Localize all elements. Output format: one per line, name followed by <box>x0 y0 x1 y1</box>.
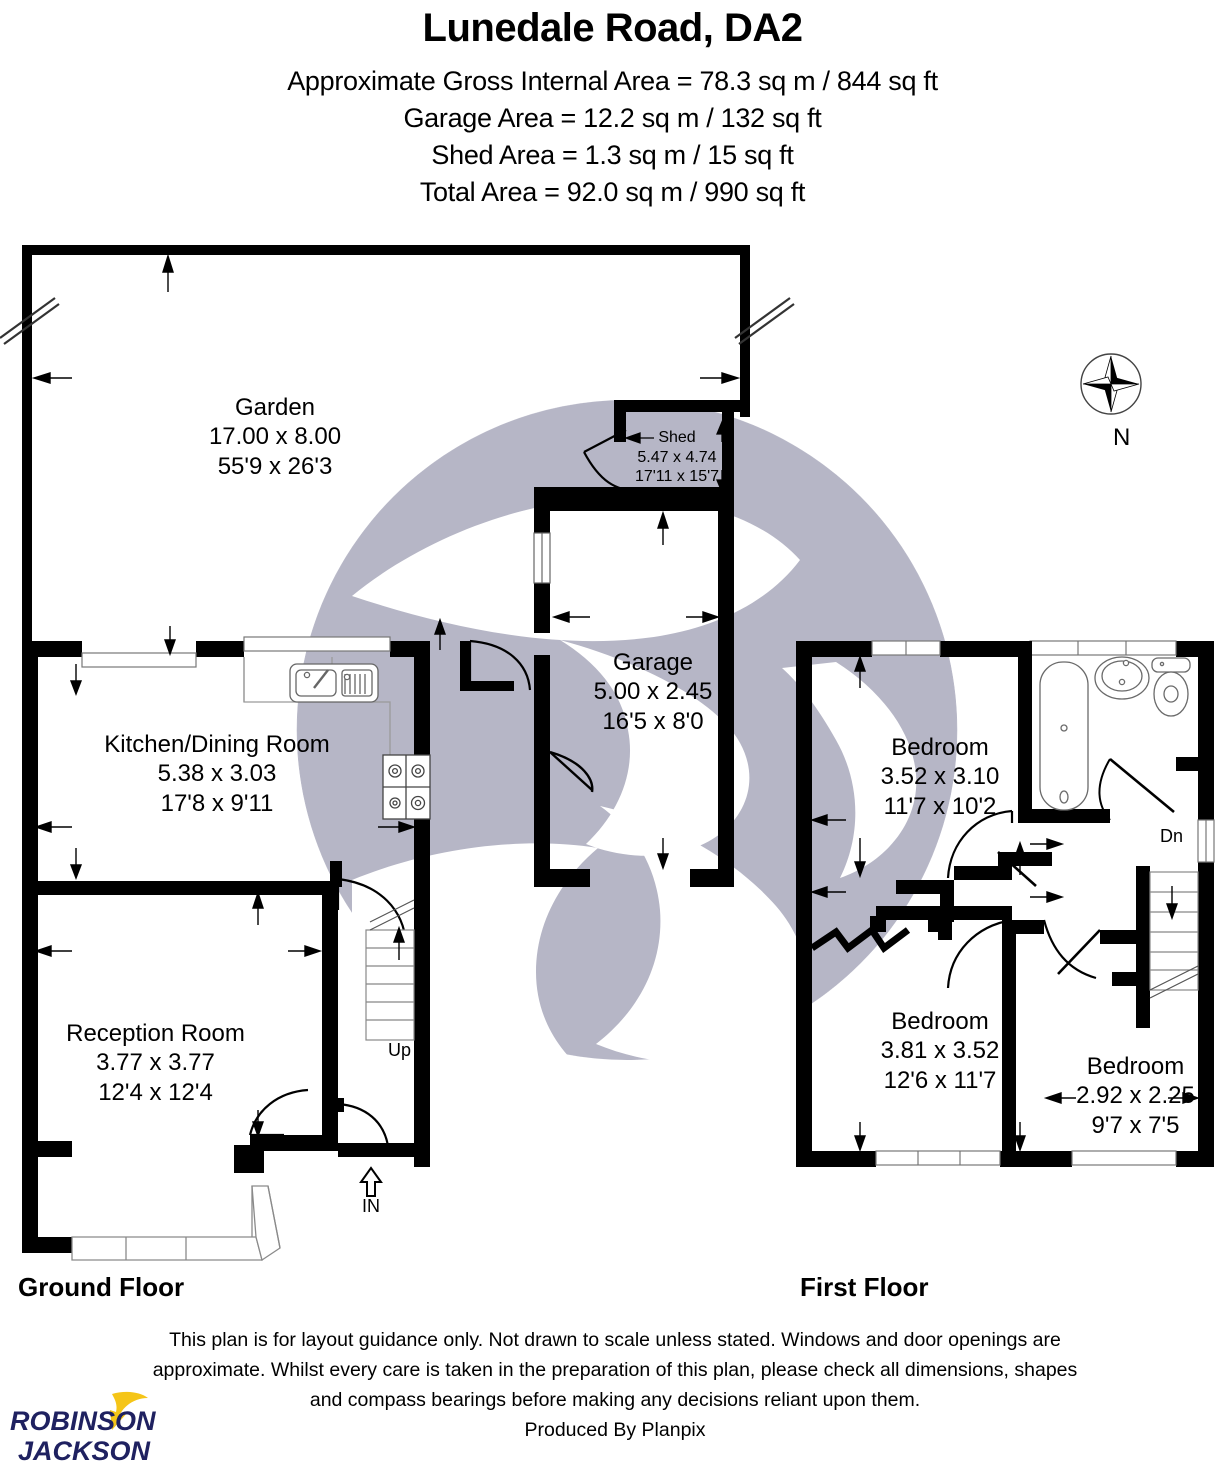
entrance-arrow-icon <box>359 1166 383 1197</box>
garage-door-swing <box>549 750 594 793</box>
bathroom-door-swing <box>1098 757 1175 821</box>
entrance-label: IN <box>362 1196 380 1216</box>
room-label-garden: Garden 17.00 x 8.00 55'9 x 26'3 <box>160 393 390 481</box>
area-line-garage: Garage Area = 12.2 sq m / 132 sq ft <box>403 103 822 133</box>
bedroom1-metric: 3.52 x 3.10 <box>880 763 1000 791</box>
garage-imperial: 16'5 x 8'0 <box>602 707 704 735</box>
stairs-down-arrow <box>1166 886 1178 921</box>
garage-structure <box>533 499 734 887</box>
hob-icon <box>382 754 431 820</box>
bedroom-zigzag-wall <box>810 924 911 954</box>
washbasin-icon <box>1094 656 1150 700</box>
logo-line-2: JACKSON <box>18 1436 151 1466</box>
disclaimer-block: This plan is for layout guidance only. N… <box>140 1325 1090 1445</box>
garden-metric: 17.00 x 8.00 <box>208 423 342 451</box>
bay-window <box>71 1185 281 1262</box>
toilet-icon <box>1151 657 1191 717</box>
kitchen-window-right <box>243 636 391 652</box>
landing-door-1-swing <box>946 809 1014 879</box>
bedroom1-name: Bedroom <box>891 734 989 761</box>
room-label-garage: Garage 5.00 x 2.45 16'5 x 8'0 <box>558 648 748 736</box>
logo-arrow-icon <box>110 1391 148 1430</box>
reception-metric: 3.77 x 3.77 <box>96 1049 215 1077</box>
garage-dimension-arrows <box>551 510 721 871</box>
kitchen-metric: 5.38 x 3.03 <box>157 760 277 788</box>
robinson-jackson-logo: ROBINSON JACKSON <box>10 1391 156 1466</box>
bathtub-icon <box>1039 661 1089 811</box>
producer-text: Produced By Planpix <box>524 1419 706 1441</box>
floor-label-first: First Floor <box>800 1272 929 1302</box>
shed-imperial: 17'11 x 15'7 <box>634 468 720 486</box>
area-line-gross: Approximate Gross Internal Area = 78.3 s… <box>287 66 938 96</box>
logo-line-1: ROBINSON <box>10 1406 156 1436</box>
landing-door-3-swing <box>946 918 1013 989</box>
bedroom3-door-swing <box>1042 919 1097 980</box>
shed-dimension-arrows <box>624 420 728 494</box>
reception-door-swing <box>248 1088 309 1137</box>
garden-imperial: 55'9 x 26'3 <box>217 452 333 480</box>
landing-door-2-swing <box>997 851 1037 887</box>
garage-window <box>533 532 551 584</box>
compass-rose-icon <box>1080 353 1142 415</box>
reception-dimension-arrows <box>33 890 323 1139</box>
area-line-shed: Shed Area = 1.3 sq m / 15 sq ft <box>431 140 794 170</box>
reception-name: Reception Room <box>66 1020 245 1047</box>
stairs-up-label: Up <box>388 1040 412 1060</box>
bedroom3-name: Bedroom <box>1086 1053 1185 1080</box>
room-label-reception: Reception Room 3.77 x 3.77 12'4 x 12'4 <box>48 1019 263 1107</box>
garage-metric: 5.00 x 2.45 <box>593 678 713 706</box>
kitchen-imperial: 17'8 x 9'11 <box>160 789 274 817</box>
room-label-bedroom-1: Bedroom 3.52 x 3.10 11'7 x 10'2 <box>840 733 1040 821</box>
bedroom3-door-leaf <box>1057 929 1101 975</box>
page-title: Lunedale Road, DA2 <box>422 6 803 50</box>
stairs-down-label: Dn <box>1160 826 1184 846</box>
bedroom3-imperial: 9'7 x 7'5 <box>1091 1111 1180 1139</box>
first-floor-dimension-arrows <box>809 654 1201 1153</box>
staircase-up <box>365 899 415 1041</box>
kitchen-dimension-arrows <box>33 617 446 880</box>
reception-imperial: 12'4 x 12'4 <box>98 1078 213 1106</box>
room-label-bedroom-3: Bedroom 2.92 x 2.25 9'7 x 7'5 <box>1043 1052 1225 1140</box>
room-label-bedroom-2: Bedroom 3.81 x 3.52 12'6 x 11'7 <box>840 1007 1040 1095</box>
plan-header: Lunedale Road, DA2 Approximate Gross Int… <box>0 0 1225 211</box>
reception-structure <box>22 881 338 1262</box>
bedroom2-metric: 3.81 x 3.52 <box>880 1037 1000 1065</box>
fence-break-marks <box>0 297 795 345</box>
room-label-kitchen: Kitchen/Dining Room 5.38 x 3.03 17'8 x 9… <box>92 730 342 818</box>
bedroom2-name: Bedroom <box>891 1008 989 1035</box>
hallway-stairs <box>332 861 430 1197</box>
garage-name: Garage <box>612 649 694 676</box>
bedroom3-metric: 2.92 x 2.25 <box>1076 1082 1195 1110</box>
garden-name: Garden <box>234 394 316 421</box>
front-door-swing <box>337 1102 390 1147</box>
staircase-down <box>1149 871 1199 999</box>
stairs-up-arrow <box>393 925 405 960</box>
watermark-cutout <box>352 497 917 1074</box>
shed-structure <box>534 400 750 527</box>
kitchen-window-left <box>81 652 197 668</box>
compass-north-label: N <box>1113 424 1131 451</box>
kitchen-structure <box>22 617 532 945</box>
room-label-shed: Shed 5.47 x 4.74 17'11 x 15'7 <box>617 428 737 487</box>
disclaimer-text: This plan is for layout guidance only. N… <box>152 1329 1078 1411</box>
area-line-total: Total Area = 92.0 sq m / 990 sq ft <box>419 177 806 207</box>
bedroom2-imperial: 12'6 x 11'7 <box>883 1066 997 1094</box>
garden-dimension-arrows <box>31 253 741 384</box>
kitchen-name: Kitchen/Dining Room <box>104 731 330 758</box>
first-floor-structure <box>796 640 1215 1167</box>
sink-icon <box>289 663 379 703</box>
first-floor-windows <box>871 640 1215 1166</box>
shed-metric: 5.47 x 4.74 <box>637 448 717 466</box>
bedroom1-imperial: 11'7 x 10'2 <box>883 792 997 820</box>
floor-label-ground: Ground Floor <box>18 1272 185 1302</box>
shed-door-swing <box>583 429 637 493</box>
shed-name: Shed <box>658 429 696 446</box>
area-summary: Approximate Gross Internal Area = 78.3 s… <box>0 63 1225 211</box>
